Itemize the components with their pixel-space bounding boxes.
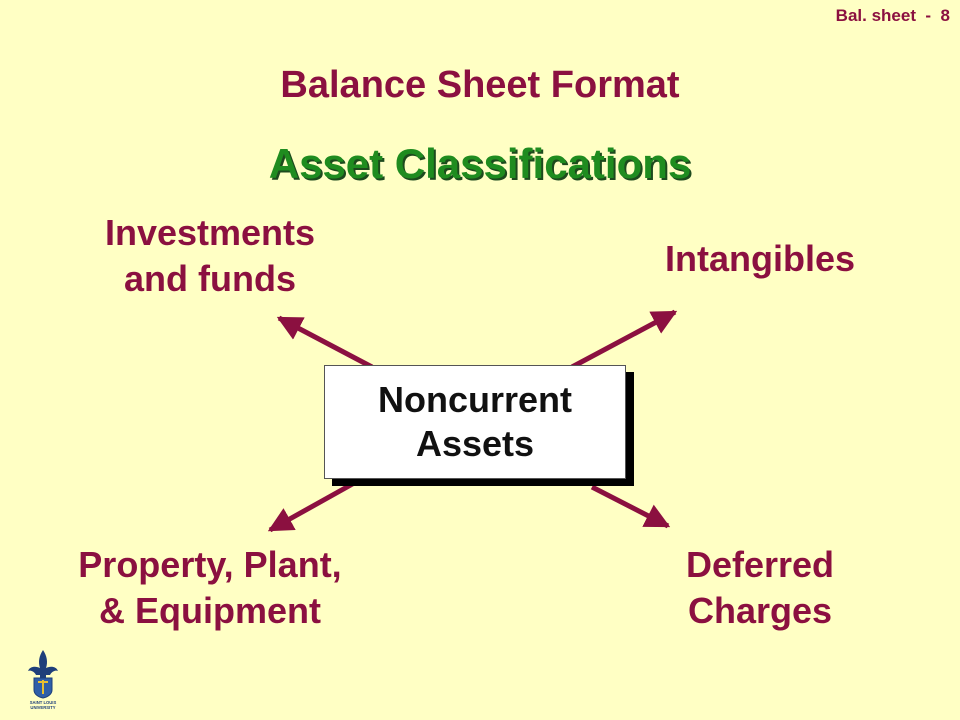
arrow-deferred bbox=[590, 484, 671, 529]
slide-subtitle: Asset Classifications bbox=[268, 140, 692, 187]
node-property-plant-equipment: Property, Plant, & Equipment bbox=[30, 542, 390, 634]
node-investments-and-funds: Investments and funds bbox=[60, 210, 360, 302]
center-box-noncurrent-assets: Noncurrent Assets bbox=[324, 365, 626, 479]
slide-title: Balance Sheet Format bbox=[280, 64, 680, 106]
arrow-ppe bbox=[267, 479, 358, 533]
university-logo: SAINT LOUIS UNIVERSITY bbox=[28, 650, 58, 710]
center-line2: Assets bbox=[415, 423, 535, 464]
logo-text-line1: SAINT LOUIS bbox=[30, 700, 57, 705]
node-ppe-line2: & Equipment bbox=[99, 590, 321, 631]
node-investments-line1: Investments bbox=[104, 212, 316, 253]
logo-text-line2: UNIVERSITY bbox=[30, 705, 55, 710]
node-deferred-charges: Deferred Charges bbox=[620, 542, 900, 634]
node-deferred-line1: Deferred bbox=[685, 544, 835, 585]
node-deferred-line2: Charges bbox=[687, 590, 833, 631]
node-ppe-line1: Property, Plant, bbox=[78, 544, 342, 585]
arrow-intangibles bbox=[570, 309, 678, 370]
fleur-de-lis-icon bbox=[28, 650, 58, 699]
slide-number-label: Bal. sheet - 8 bbox=[835, 6, 950, 25]
node-investments-line2: and funds bbox=[124, 258, 296, 299]
center-line1: Noncurrent bbox=[377, 379, 572, 420]
node-intangibles: Intangibles bbox=[620, 236, 900, 282]
node-intangibles-line1: Intangibles bbox=[664, 238, 856, 279]
arrow-investments bbox=[276, 315, 374, 370]
